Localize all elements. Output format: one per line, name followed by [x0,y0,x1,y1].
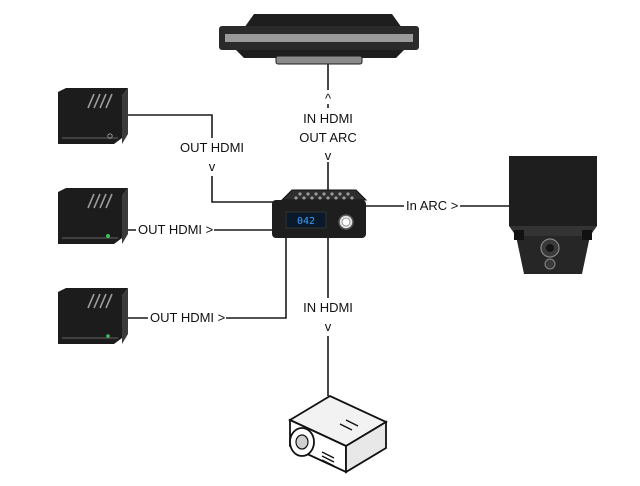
labels: ^ IN HDMI OUT ARC v OUT HDMI v OUT HDMI … [136,90,460,336]
speaker-in-arc-label: In ARC > [406,198,458,213]
tv-out-arc-label: OUT ARC [299,130,357,145]
projector-icon [288,394,388,474]
tv-down-arrow-label: v [325,148,332,163]
projector-arrow-label: v [325,319,332,334]
source2-out-hdmi-label: OUT HDMI > [138,222,213,237]
tv-icon [219,14,419,65]
source1-out-hdmi-label: OUT HDMI [180,140,244,155]
tv-up-arrow-label: ^ [325,91,332,106]
source3-out-hdmi-label: OUT HDMI > [150,310,225,325]
source-3-box [58,288,128,344]
source-2-box [58,188,128,244]
tv-in-hdmi-label: IN HDMI [303,111,353,126]
av-receiver-icon: 042 [272,189,368,238]
source-1-box [58,88,128,144]
set-top-box-icon [58,288,128,344]
speaker-icon [509,156,597,274]
receiver-display: 042 [297,216,315,227]
set-top-box-icon [58,88,128,144]
set-top-box-icon [58,188,128,244]
projector-in-hdmi-label: IN HDMI [303,300,353,315]
wire-source3-receiver [126,238,287,319]
source1-arrow-label: v [209,159,216,174]
